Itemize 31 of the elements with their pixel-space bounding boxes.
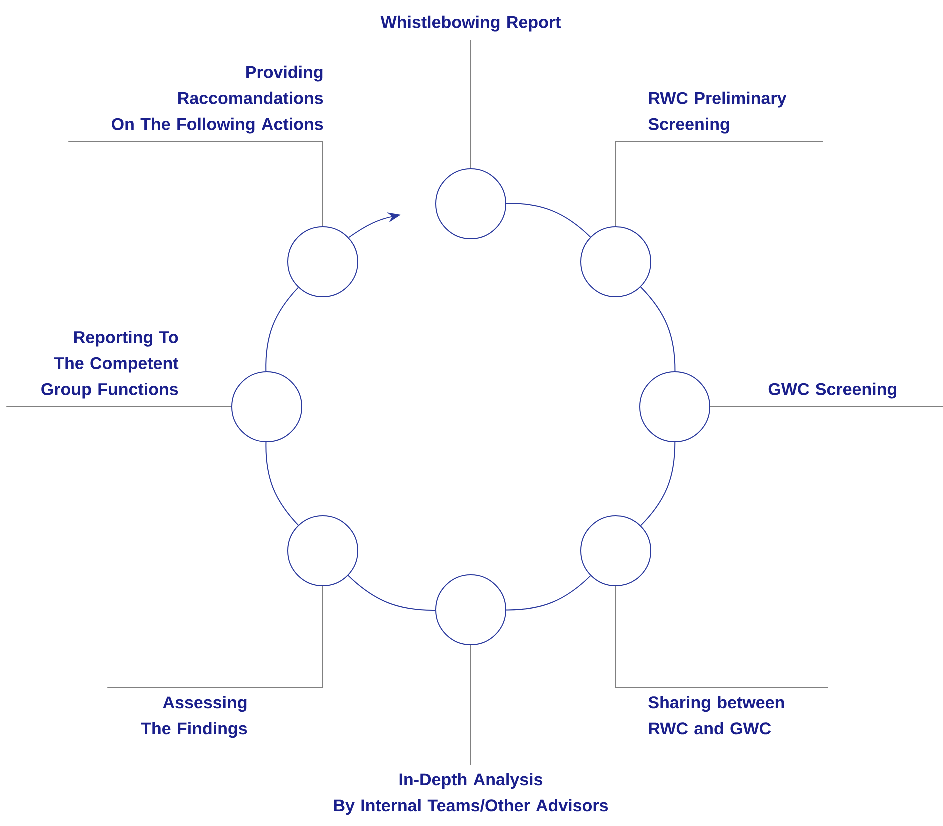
step-circle bbox=[288, 226, 358, 298]
step-circle bbox=[288, 516, 358, 586]
step-circle bbox=[640, 372, 710, 442]
leader-line bbox=[710, 406, 943, 408]
ring-arc bbox=[266, 287, 300, 372]
ring-arc bbox=[640, 442, 676, 526]
leader-line bbox=[6, 406, 232, 408]
ring-arc bbox=[266, 442, 299, 526]
step-circle bbox=[232, 372, 302, 442]
step-label: In-Depth Analysis By Internal Teams/Other Advisors bbox=[334, 773, 608, 816]
step-label: Reporting To The Competent Group Functions bbox=[42, 330, 179, 399]
step-label: Providing Raccomandations On The Following Actions bbox=[112, 66, 324, 134]
step-circle bbox=[580, 516, 652, 586]
ring-arc bbox=[506, 575, 592, 611]
ring-arc bbox=[640, 286, 676, 372]
leader-line bbox=[470, 645, 472, 766]
step-label: Assessing The Findings bbox=[141, 696, 248, 738]
step-circle bbox=[580, 226, 652, 298]
leader-line bbox=[616, 142, 824, 227]
leader-line bbox=[470, 40, 472, 169]
ring-arc bbox=[348, 575, 436, 611]
step-circle bbox=[436, 574, 506, 646]
leader-line bbox=[616, 586, 829, 688]
step-circle bbox=[436, 168, 506, 240]
step-label: Whistlebowing Report bbox=[380, 16, 561, 32]
step-label: Sharing between RWC and GWC bbox=[648, 696, 784, 735]
leader-line bbox=[107, 586, 324, 688]
step-label: RWC Preliminary Screening bbox=[648, 92, 787, 134]
leader-line bbox=[68, 142, 324, 227]
ring-arc bbox=[506, 203, 592, 238]
step-label: GWC Screening bbox=[768, 382, 896, 399]
